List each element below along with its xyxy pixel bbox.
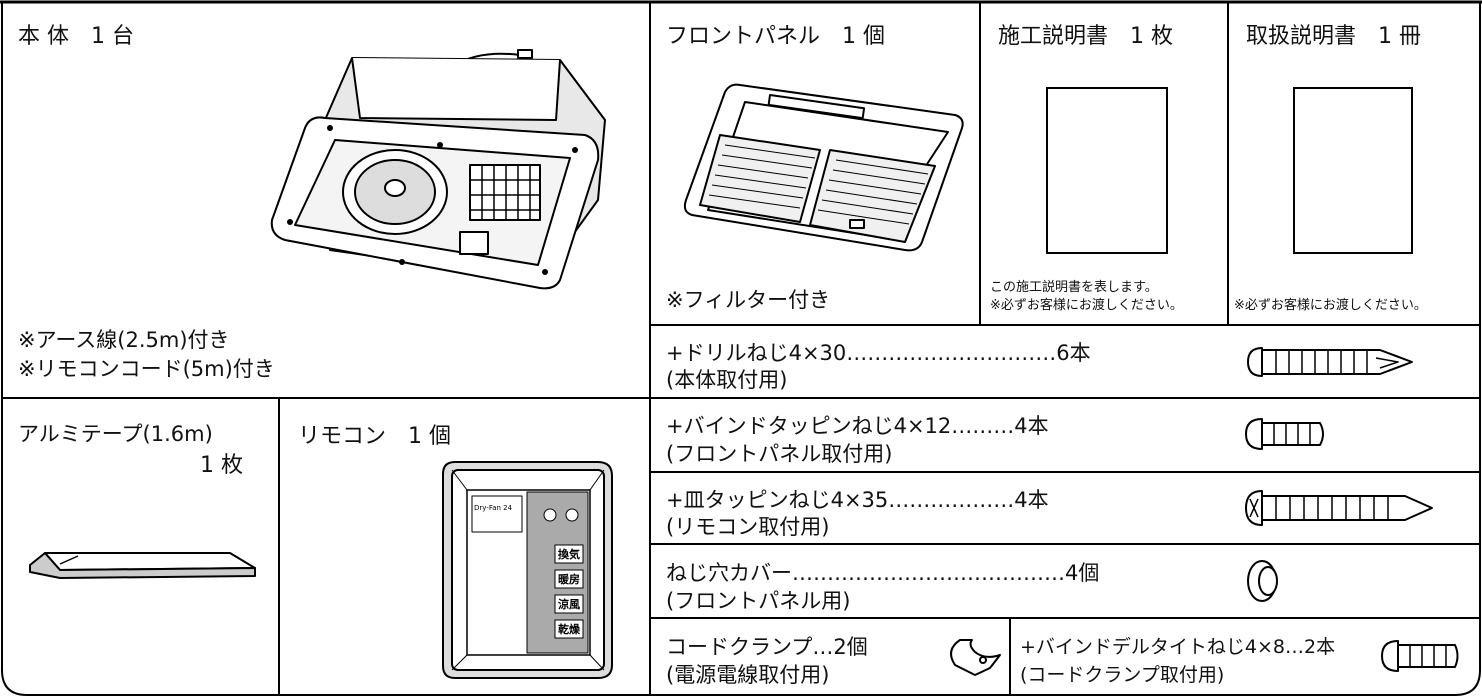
bind-tapping-screw-use: (フロントパネル取付用) [666, 442, 893, 466]
bind-tapping-screw-qty: 4本 [1014, 414, 1049, 438]
bind-delta-screw-icon [1381, 640, 1459, 672]
cord-clamp-leader: … [812, 635, 834, 659]
bind-tapping-screw-line: +バインドタッピンねじ4×12………4本 [666, 410, 1049, 440]
install-manual-note-hand-over: ※必ずお客様にお渡しください。 [990, 298, 1183, 313]
front-panel-title: フロントパネル 1 個 [666, 24, 885, 49]
remote-title: リモコン 1 個 [298, 424, 451, 449]
user-manual-note: ※必ずお客様にお渡しください。 [1234, 298, 1427, 313]
main-unit-note-remote-cord: ※リモコンコード(5m)付き [18, 357, 275, 381]
flat-tapping-screw-leader: ……………… [888, 488, 1015, 512]
main-unit-title: 本 体 1 台 [18, 24, 134, 49]
cord-clamp-use: (電源電線取付用) [666, 663, 830, 687]
flat-tapping-screw-qty: 4本 [1014, 488, 1049, 512]
screw-hole-cover-icon [1247, 560, 1278, 602]
user-manual-title: 取扱説明書 1 冊 [1246, 24, 1421, 49]
screw-hole-cover-leader: ………………………………… [792, 561, 1065, 585]
delta-screw-name: +バインドデルタイトねじ4×8 [1020, 636, 1286, 658]
delta-screw-use: (コードクランプ取付用) [1020, 664, 1225, 686]
drill-screw-name: +ドリルねじ4×30 [666, 341, 847, 365]
flat-tapping-screw-name: +皿タッピンねじ4×35 [666, 488, 889, 512]
remote-brand: Dry-Fan 24 [474, 504, 513, 512]
main-unit-note-earth: ※アース線(2.5m)付き [18, 328, 230, 352]
bind-tapping-screw-leader: ……… [951, 414, 1015, 438]
drill-screw-icon [1247, 347, 1413, 377]
screw-hole-cover-name: ねじ穴カバー [666, 561, 792, 585]
drill-screw-qty: 6本 [1056, 341, 1091, 365]
bind-tapping-screw-icon [1245, 418, 1324, 450]
flat-tapping-screw-icon [1245, 490, 1433, 526]
aluminum-tape-title: アルミテープ(1.6m) [18, 422, 213, 446]
screw-hole-cover-line: ねじ穴カバー…………………………………4個 [666, 557, 1099, 587]
cord-clamp-name: コードクランプ [666, 635, 813, 659]
cord-clamp-icon [950, 639, 1001, 676]
remote-button-label-2: 涼風 [558, 597, 580, 611]
remote-button-label-0: 換気 [558, 547, 580, 561]
cord-clamp-qty: 2個 [833, 635, 868, 659]
screw-hole-cover-qty: 4個 [1065, 561, 1100, 585]
cord-clamp-line: コードクランプ…2個 [666, 631, 868, 661]
screw-hole-cover-use: (フロントパネル用) [666, 589, 851, 613]
delta-screw-line: +バインドデルタイトねじ4×8…2本 [1020, 632, 1335, 659]
remote-button-label-1: 暖房 [558, 572, 580, 586]
flat-tapping-screw-use: (リモコン取付用) [666, 515, 830, 539]
front-panel-note: ※フィルター付き [666, 288, 831, 312]
remote-button-label-3: 乾燥 [558, 622, 581, 636]
flat-tapping-screw-line: +皿タッピンねじ4×35………………4本 [666, 484, 1049, 514]
drill-screw-line: +ドリルねじ4×30…………………………6本 [666, 337, 1091, 367]
install-manual-note-represents: この施工説明書を表します。 [990, 280, 1158, 295]
delta-screw-qty: 2本 [1304, 636, 1336, 658]
bind-tapping-screw-name: +バインドタッピンねじ4×12 [666, 414, 952, 438]
drill-screw-leader: ………………………… [846, 341, 1057, 365]
install-manual-title: 施工説明書 1 枚 [998, 24, 1173, 49]
aluminum-tape-qty: 1 枚 [200, 453, 243, 478]
delta-screw-leader: … [1285, 636, 1305, 658]
drill-screw-use: (本体取付用) [666, 368, 788, 392]
